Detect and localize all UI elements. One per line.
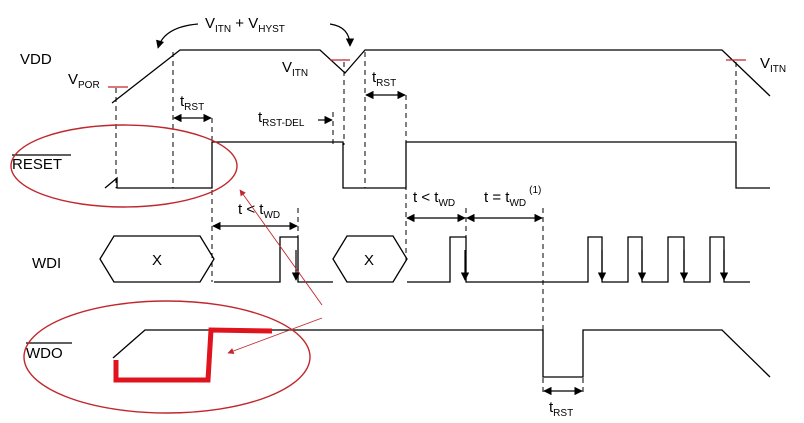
annotation-arrow-to-wdo — [227, 317, 323, 354]
wdi-x-label-2: X — [364, 252, 374, 269]
t-rst-1-label: tRST — [180, 93, 204, 113]
wdo-red-sketch — [113, 327, 273, 383]
v-por-label: VPOR — [68, 71, 100, 91]
v-itn-left-label: VITN — [282, 59, 308, 79]
wdi-undefined-box-2 — [332, 235, 408, 283]
v-itn-hyst-arrow-left — [156, 23, 199, 49]
reset-waveform — [104, 141, 770, 189]
t-rst-3-label: tRST — [549, 399, 573, 419]
t-lt-twd-1-label: t < tWD — [238, 201, 280, 221]
t-rst-2-label: tRST — [372, 69, 396, 89]
wdo-signal-label: WDO — [26, 345, 63, 362]
vdd-waveform — [111, 49, 771, 104]
wdi-signal-label: WDI — [32, 255, 61, 272]
wdi-waveform-a — [214, 236, 333, 283]
wdi-undefined-box-1 — [99, 235, 215, 283]
t-rst-del-label: tRST-DEL — [258, 109, 305, 129]
wdi-waveform-b — [407, 236, 750, 283]
t-eq-twd-label: t = tWD(1) — [484, 185, 541, 209]
v-itn-hyst-label: VITN + VHYST — [205, 15, 285, 35]
wdo-annotation-ellipse — [23, 300, 311, 414]
reset-signal-label: RESET — [12, 156, 62, 173]
reset-annotation-ellipse — [10, 124, 238, 208]
vdd-signal-label: VDD — [20, 51, 52, 68]
t-lt-twd-2-label: t < tWD — [413, 189, 455, 209]
wdi-x-label-1: X — [152, 252, 162, 269]
v-itn-right-label: VITN — [760, 55, 786, 75]
v-itn-hyst-arrow-right — [329, 23, 355, 47]
annotation-arrow-to-reset — [239, 189, 323, 306]
